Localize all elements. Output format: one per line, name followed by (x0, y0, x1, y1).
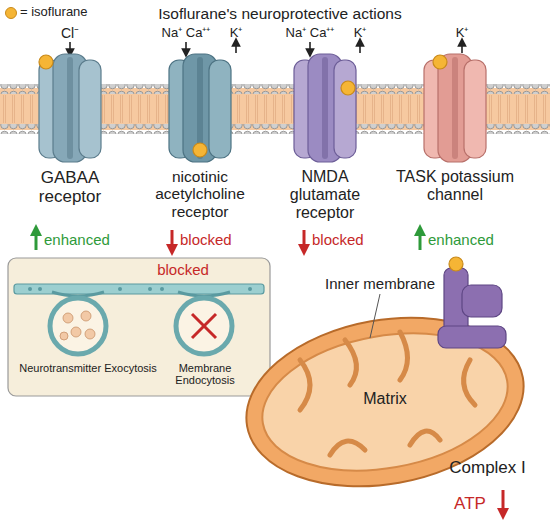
node-text: nicotinic acetylcholine receptor (135, 168, 265, 220)
complex-i-symbol (438, 257, 506, 348)
ion-label: K⁺ (340, 26, 380, 41)
node-text: Complex I (440, 458, 535, 477)
node-text: enhanced (44, 232, 130, 249)
node-region: GABAA receptor enhanced (10, 168, 130, 256)
legend-swatch (5, 7, 17, 19)
ion-label: K⁺ (216, 26, 256, 41)
ion-label: Cl⁻ (40, 26, 100, 42)
vesicle-inset (8, 258, 270, 396)
node-text: GABAA receptor (10, 168, 130, 206)
status-arrows (36, 230, 420, 250)
gaba-receptor-symbol (39, 54, 101, 162)
ion-label: K⁺ (442, 26, 482, 41)
nicotinic-receptor-symbol (169, 54, 231, 162)
ion-label: Na⁺ Ca⁺⁺ (146, 26, 226, 41)
node-text: Neurotransmitter Exocytosis (18, 362, 158, 374)
node-text: blocked (312, 232, 382, 249)
legend-text: = isoflurane (20, 5, 130, 20)
diagram-title: Isoflurane's neuroprotective actions (110, 5, 450, 22)
node-region: nicotinic acetylcholine receptor blocked (135, 168, 265, 256)
atp-arrow (502, 490, 505, 514)
node-text: NMDA glutamate receptor (265, 168, 385, 222)
node-region: Inner membraneMatrixComplex I (240, 270, 530, 500)
node-text: Inner membrane (300, 276, 460, 293)
node-region: blockedNeurotransmitter ExocytosisMembra… (8, 258, 270, 396)
task-channel-symbol (424, 54, 486, 162)
nmda-receptor-symbol (294, 54, 356, 162)
isoflurane-dots (39, 55, 447, 157)
mitochondrion-symbol (233, 294, 537, 507)
node-region: TASK potassium channel enhanced (395, 168, 515, 256)
node-region: NMDA glutamate receptor blocked (265, 168, 385, 256)
node-text: Membrane Endocytosis (150, 362, 260, 387)
node-text: blocked (138, 262, 228, 279)
node-text: blocked (180, 232, 260, 249)
ion-label: ATP (445, 494, 495, 513)
node-text: Matrix (340, 390, 430, 408)
node-text: enhanced (428, 232, 514, 249)
node-region: Complex I (440, 458, 535, 482)
ion-arrows (70, 42, 462, 53)
node-text: TASK potassium channel (395, 168, 515, 204)
ion-label: Na⁺ Ca⁺⁺ (270, 26, 350, 41)
